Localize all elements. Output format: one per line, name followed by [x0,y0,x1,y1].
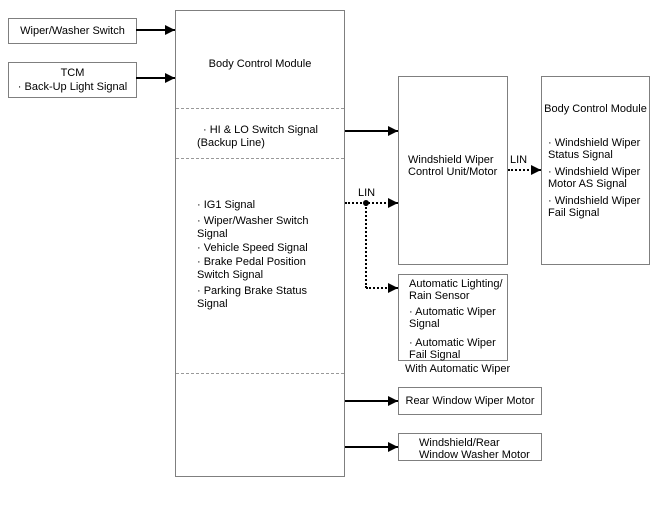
washer-motor-label-line2: Window Washer Motor [419,449,530,461]
lin-bus-bcm-to-wiper-control [345,198,398,208]
bcm-section-divider-1 [176,108,344,109]
bcm-section-divider-3 [176,373,344,374]
lin-bus-wiper-control-to-bcm-right [508,165,541,175]
arrowhead-right-icon [388,198,398,208]
bcm-backup-line-note: (Backup Line) [197,137,265,149]
arrow-bcm-to-rear-wiper-motor [345,396,398,406]
wiper-washer-switch-box: Wiper/Washer Switch [8,18,137,44]
arrowhead-right-icon [388,396,398,406]
bcm-signal-list: · IG1 Signal · Wiper/Washer Switch Signa… [197,199,338,312]
bcm-signal-wiper-washer-switch: · Wiper/Washer Switch Signal [197,215,309,240]
windshield-wiper-fail-signal: · Windshield Wiper Fail Signal [548,195,641,219]
arrowhead-right-icon [531,165,541,175]
bcm-title: Body Control Module [208,58,312,70]
arrow-bcm-to-wiper-control [345,126,398,136]
windshield-wiper-status-signal: · Windshield Wiper Status Signal [548,137,641,161]
automatic-lighting-rain-sensor-box: Automatic Lighting/ Rain Sensor · Automa… [398,274,508,361]
bcm-signal-ig1: · IG1 Signal [197,199,256,211]
arrowhead-right-icon [165,73,175,83]
lin-bus-branch-vertical-line [365,204,367,288]
lin-bus-label-left: LIN [358,187,376,199]
wiper-control-label-line1: Windshield Wiper [408,154,494,166]
bcm-section-divider-2 [176,158,344,159]
lin-bus-branch-to-rain-sensor [366,283,398,293]
automatic-wiper-signal: · Automatic Wiper Signal [409,306,496,330]
bcm-hi-lo-switch-signal: · HI & LO Switch Signal [203,124,318,136]
arrowhead-right-icon [388,283,398,293]
automatic-wiper-fail-signal: · Automatic Wiper Fail Signal [409,337,496,361]
arrowhead-right-icon [388,442,398,452]
arrow-bcm-to-washer-motor [345,442,398,452]
bcm-signal-brake-pedal-position: · Brake Pedal Position Switch Signal [197,256,306,281]
windshield-wiper-control-unit-box: Windshield Wiper Control Unit/Motor [398,76,508,265]
lin-bus-junction-dot [363,200,369,206]
arrow-tcm-to-bcm [136,73,175,83]
arrowhead-right-icon [165,25,175,35]
rear-window-wiper-motor-label: Rear Window Wiper Motor [405,395,535,407]
washer-motor-label: Windshield/Rear Window Washer Motor [399,434,541,461]
body-control-module-box: Body Control Module · HI & LO Switch Sig… [175,10,345,477]
tcm-box: TCM · Back-Up Light Signal [8,62,137,98]
rain-sensor-title: Automatic Lighting/ Rain Sensor [409,278,503,302]
bcm-backup-line-section: · HI & LO Switch Signal (Backup Line) [197,124,318,150]
windshield-rear-window-washer-motor-box: Windshield/Rear Window Washer Motor [398,433,542,461]
windshield-wiper-control-unit-label: Windshield Wiper Control Unit/Motor [408,154,497,178]
wiper-washer-switch-label: Wiper/Washer Switch [20,25,125,37]
washer-motor-label-line1: Windshield/Rear [419,437,500,449]
bcm-right-title: Body Control Module [544,103,647,115]
rear-window-wiper-motor-box: Rear Window Wiper Motor [398,387,542,415]
body-control-module-right-box: Body Control Module · Windshield Wiper S… [541,76,650,265]
rain-sensor-title-line1: Automatic Lighting/ [409,278,503,290]
lin-bus-label-right: LIN [510,154,528,166]
bcm-signal-vehicle-speed: · Vehicle Speed Signal [197,242,308,254]
arrow-wiper-switch-to-bcm [136,25,175,35]
tcm-title: TCM [60,67,85,79]
with-automatic-wiper-caption: With Automatic Wiper [405,363,511,375]
wiper-control-label-line2: Control Unit/Motor [408,166,498,178]
bcm-signal-parking-brake-status: · Parking Brake Status Signal [197,285,308,310]
rain-sensor-title-line2: Rain Sensor [409,290,470,302]
tcm-backup-light-signal: · Back-Up Light Signal [17,81,128,93]
bcm-right-signal-list: · Windshield Wiper Status Signal · Winds… [548,137,647,224]
windshield-wiper-motor-as-signal: · Windshield Wiper Motor AS Signal [548,166,641,190]
rain-sensor-signal-list: · Automatic Wiper Signal · Automatic Wip… [409,306,505,368]
arrowhead-right-icon [388,126,398,136]
